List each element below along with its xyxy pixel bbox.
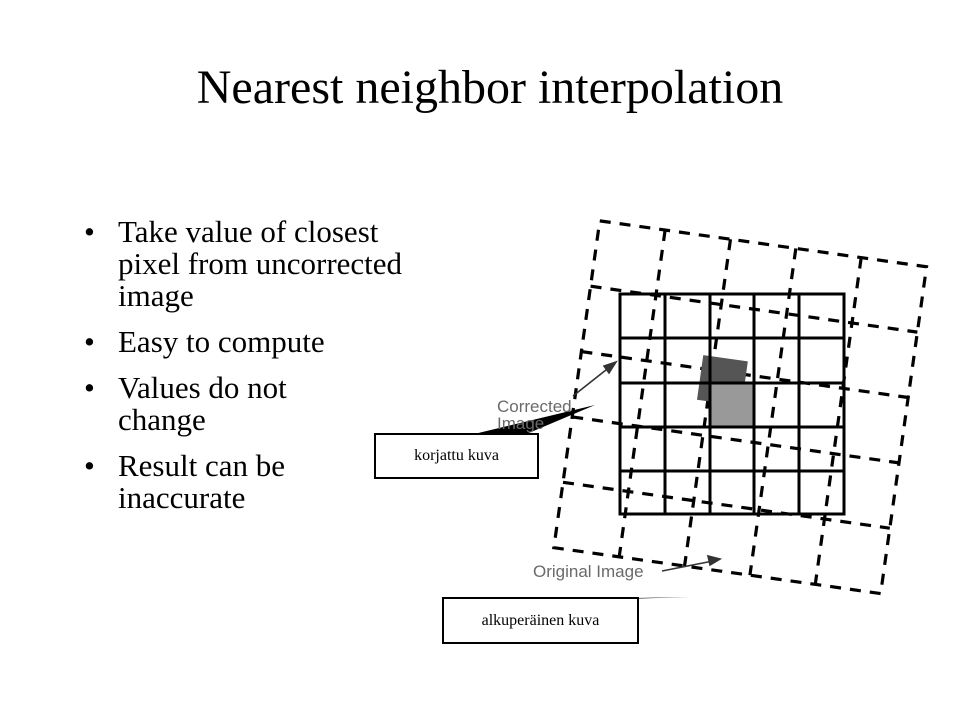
bullet-item: Result can be inaccurate (84, 450, 358, 514)
bullet-list: Take value of closest pixel from uncorre… (84, 216, 444, 528)
corrected-image-label: Corrected Image (497, 397, 572, 433)
callout-korjattu-kuva: korjattu kuva (374, 433, 539, 479)
callout-alkuperainen-kuva: alkuperäinen kuva (442, 597, 639, 644)
bullet-item: Values do not change (84, 372, 358, 436)
original-grid-border (552, 219, 929, 596)
callout-pointer-korjattu (470, 405, 595, 435)
original-arrow (661, 554, 723, 572)
corrected-pixel-highlight (710, 383, 754, 427)
original-image-label: Original Image (533, 562, 644, 581)
slide-title: Nearest neighbor interpolation (196, 61, 784, 114)
bullet-item: Take value of closest pixel from uncorre… (84, 216, 444, 312)
corrected-arrow (572, 360, 618, 397)
bullet-item: Easy to compute (84, 326, 444, 359)
corrected-image-grid (618, 292, 846, 516)
